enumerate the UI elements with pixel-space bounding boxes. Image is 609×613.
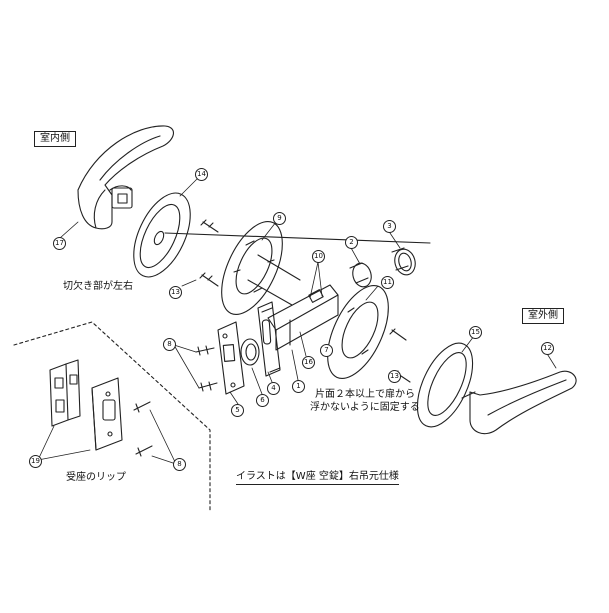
fix-note-line-1: 片面２本以上で扉から (315, 389, 415, 400)
indoor-mount-plate (221, 221, 301, 315)
part-callout-7: 7 (320, 344, 333, 357)
strike-box (49, 359, 81, 427)
latch-body (267, 284, 339, 351)
part-callout-19: 19 (29, 455, 42, 468)
part-callout-13b: 13 (388, 370, 401, 383)
strike-lip-label: 受座のリップ (66, 472, 126, 483)
outdoor-lever-handle (461, 370, 577, 435)
diagram-caption: イラストは【W座 空錠】右吊元仕様 (236, 472, 399, 485)
part-callout-14: 14 (195, 168, 208, 181)
seal-ring (240, 338, 260, 366)
part-callout-13a: 13 (169, 286, 182, 299)
part-callout-8b: 8 (173, 458, 186, 471)
part-callout-2: 2 (345, 236, 358, 249)
part-callout-16: 16 (302, 356, 315, 369)
part-callout-8a: 8 (163, 338, 176, 351)
part-callout-17: 17 (53, 237, 66, 250)
indoor-screws (199, 219, 219, 287)
indoor-rose (133, 192, 191, 278)
indoor-side-label: 室内側 (34, 131, 76, 147)
latch-front-plate (217, 321, 245, 395)
leader-lines (37, 177, 557, 465)
notch-note: 切欠き部が左右 (63, 281, 133, 292)
front-plate-screws (195, 345, 218, 392)
part-callout-9: 9 (273, 212, 286, 225)
part-callout-15: 15 (469, 326, 482, 339)
spindle-axis (164, 232, 431, 244)
collar-2 (349, 262, 372, 288)
part-callout-1: 1 (292, 380, 305, 393)
part-callout-12: 12 (541, 342, 554, 355)
indoor-lever-handle (77, 125, 174, 230)
fix-note-line-2: 浮かないように固定する (310, 402, 420, 413)
latch-faceplate (257, 301, 281, 377)
part-callout-3: 3 (383, 220, 396, 233)
part-callout-11: 11 (381, 276, 394, 289)
strike-screws (133, 401, 153, 457)
strike-plate (91, 377, 123, 451)
part-callout-4: 4 (267, 382, 280, 395)
part-callout-10: 10 (312, 250, 325, 263)
outdoor-mount-plate (327, 285, 389, 379)
collar-3 (391, 247, 416, 276)
outdoor-side-label: 室外側 (522, 308, 564, 324)
part-callout-6: 6 (256, 394, 269, 407)
part-callout-5: 5 (231, 404, 244, 417)
outdoor-rose (416, 342, 474, 428)
